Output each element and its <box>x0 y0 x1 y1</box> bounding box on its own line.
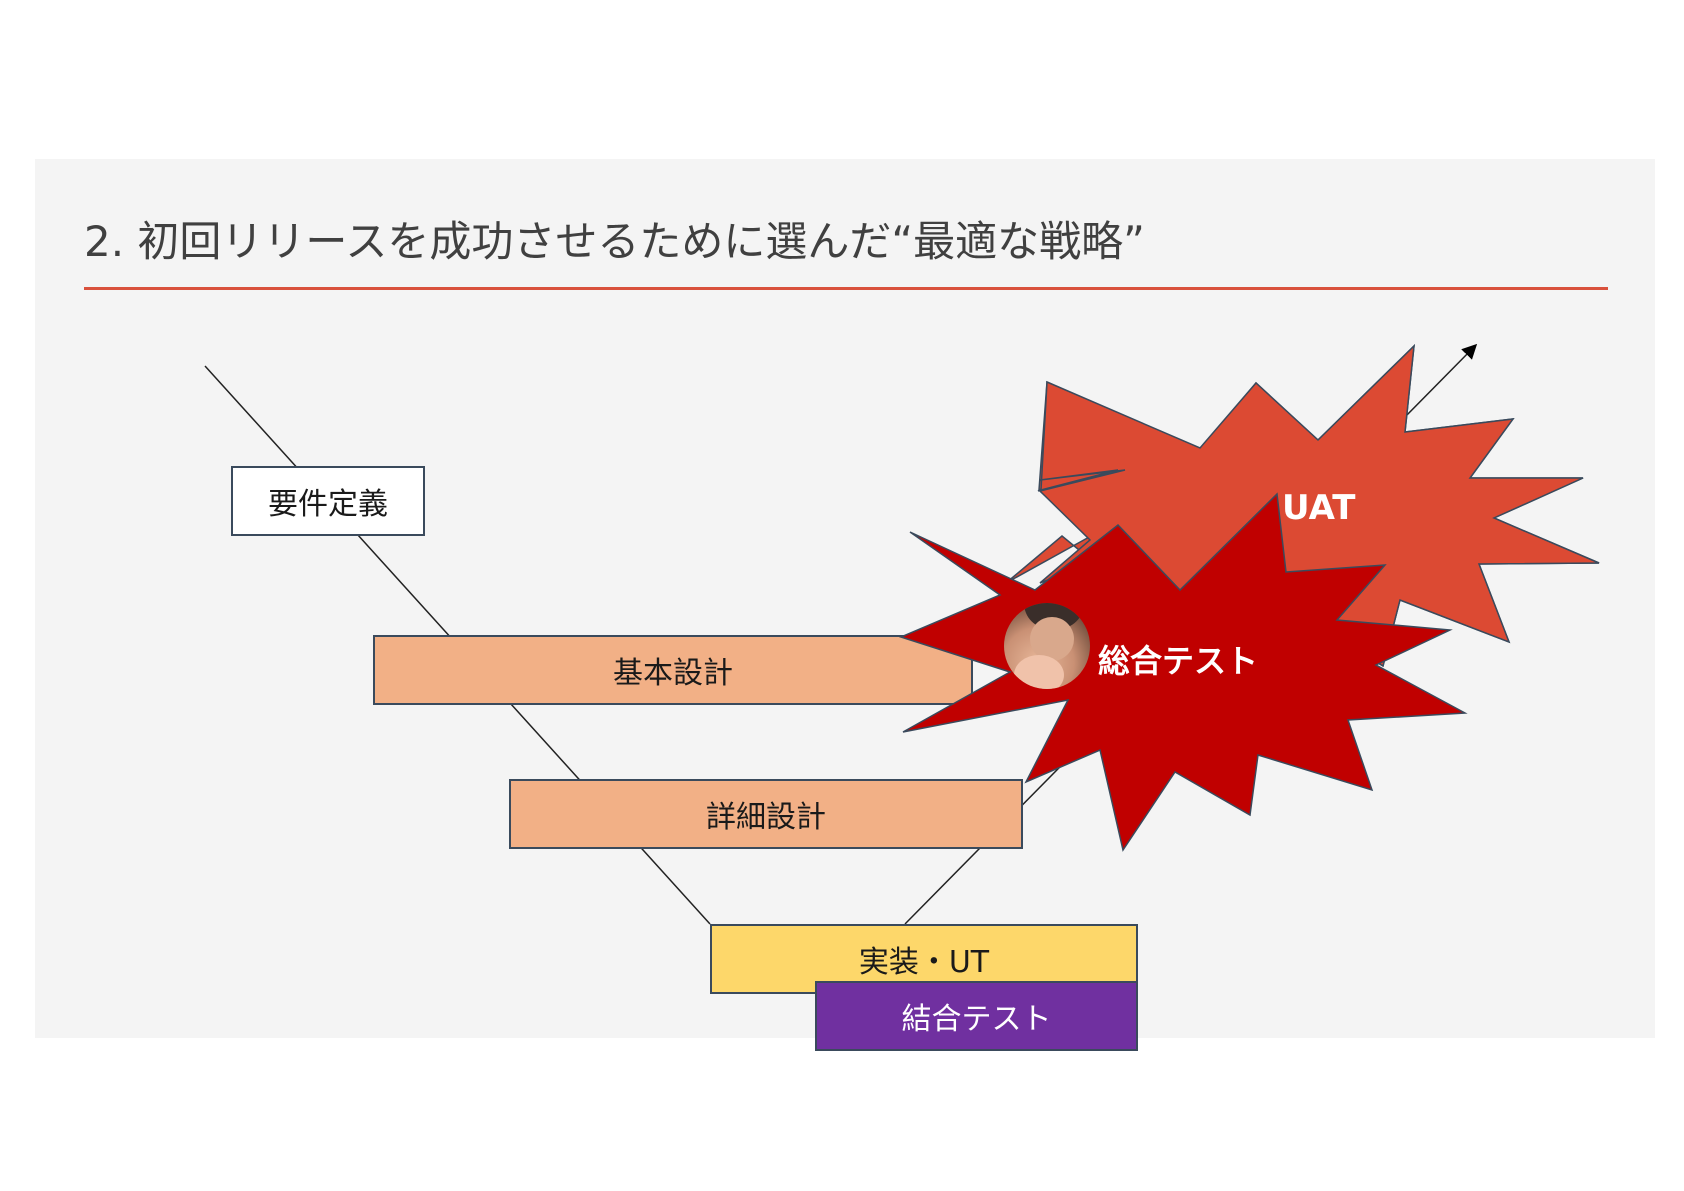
system-test-label: 総合テスト <box>1098 642 1259 680</box>
phase-basic-design-label: 基本設計 <box>613 656 733 691</box>
person-photo-avatar <box>1004 603 1090 689</box>
phase-integration-test-label: 結合テスト <box>901 1002 1052 1037</box>
title-divider <box>84 287 1608 290</box>
uat-burst-main <box>1038 344 1600 668</box>
system-test-burst <box>898 492 1468 852</box>
phase-implementation-ut-label: 実装・UT <box>858 945 990 980</box>
phase-requirements: 要件定義 <box>231 466 425 536</box>
phase-basic-design: 基本設計 <box>373 635 973 705</box>
phase-detail-design-label: 詳細設計 <box>706 800 826 835</box>
uat-label: UAT <box>1282 488 1356 528</box>
phase-requirements-label: 要件定義 <box>268 487 388 522</box>
slide-title: 2. 初回リリースを成功させるために選んだ“最適な戦略” <box>84 217 1145 266</box>
phase-integration-test: 結合テスト <box>815 981 1138 1051</box>
phase-detail-design: 詳細設計 <box>509 779 1023 849</box>
